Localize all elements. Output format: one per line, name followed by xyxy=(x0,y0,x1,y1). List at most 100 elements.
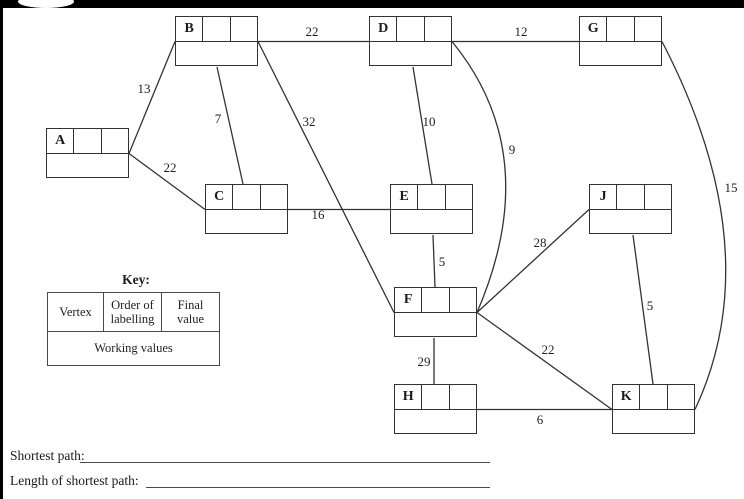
vertex-letter-cell-E: E xyxy=(391,185,419,209)
vertex-label-J: J xyxy=(599,189,607,204)
vertex-working-cell-K xyxy=(613,410,694,433)
vertex-letter-cell-F: F xyxy=(395,288,423,312)
edge-weight-G-K: 15 xyxy=(724,180,738,195)
vertex-final-cell-D xyxy=(425,17,451,41)
vertex-order-cell-F xyxy=(422,288,450,312)
edge-weight-B-D: 22 xyxy=(305,24,319,39)
key-order-cell: Order of labelling xyxy=(104,293,162,331)
vertex-letter-cell-K: K xyxy=(613,385,641,409)
vertex-final-cell-K xyxy=(668,385,694,409)
vertex-working-cell-B xyxy=(176,42,257,65)
key-box: Vertex Order of labelling Final value Wo… xyxy=(47,292,220,366)
vertex-final-cell-G xyxy=(635,17,661,41)
vertex-order-cell-K xyxy=(640,385,668,409)
edge-F-K xyxy=(476,311,613,411)
edge-weight-H-K: 6 xyxy=(536,412,544,427)
vertex-box-E: E xyxy=(390,184,473,234)
edge-weight-A-B: 13 xyxy=(137,81,151,96)
shortest-path-blank xyxy=(80,462,490,463)
vertex-working-cell-F xyxy=(395,313,476,336)
edge-weight-C-E: 16 xyxy=(311,207,325,222)
vertex-working-cell-A xyxy=(47,154,128,177)
vertex-label-F: F xyxy=(403,292,413,307)
vertex-label-G: G xyxy=(587,21,599,36)
edge-weight-A-C: 22 xyxy=(163,160,177,175)
vertex-order-cell-A xyxy=(74,129,102,153)
edge-weight-D-F: 9 xyxy=(508,142,516,157)
vertex-final-cell-A xyxy=(102,129,128,153)
vertex-letter-cell-B: B xyxy=(176,17,204,41)
edge-G-K xyxy=(661,41,727,410)
edge-weight-B-C: 7 xyxy=(214,111,222,126)
vertex-order-cell-C xyxy=(233,185,261,209)
vertex-letter-cell-H: H xyxy=(395,385,423,409)
vertex-box-C: C xyxy=(205,184,288,234)
key-vertex-cell: Vertex xyxy=(48,293,104,331)
vertex-order-cell-J xyxy=(617,185,645,209)
vertex-label-B: B xyxy=(184,21,194,36)
vertex-letter-cell-A: A xyxy=(47,129,75,153)
vertex-letter-cell-C: C xyxy=(206,185,234,209)
edge-weight-F-H: 29 xyxy=(417,354,431,369)
vertex-label-H: H xyxy=(402,389,414,404)
length-of-shortest-path-label: Length of shortest path: xyxy=(10,473,139,488)
scan-left-border xyxy=(0,0,3,499)
vertex-letter-cell-G: G xyxy=(580,17,608,41)
vertex-final-cell-F xyxy=(450,288,476,312)
edge-weight-F-K: 22 xyxy=(541,342,555,357)
vertex-working-cell-J xyxy=(590,210,671,233)
vertex-letter-cell-D: D xyxy=(370,17,398,41)
vertex-working-cell-C xyxy=(206,210,287,233)
vertex-label-D: D xyxy=(378,21,389,36)
edge-A-B xyxy=(128,41,176,154)
scan-notch xyxy=(18,0,74,8)
vertex-order-cell-B xyxy=(203,17,231,41)
vertex-box-H: H xyxy=(394,384,477,434)
vertex-working-cell-E xyxy=(391,210,472,233)
edge-weight-B-F: 32 xyxy=(302,114,316,129)
vertex-label-C: C xyxy=(214,189,225,204)
edge-A-C xyxy=(128,152,206,211)
vertex-order-cell-E xyxy=(418,185,446,209)
vertex-label-K: K xyxy=(620,389,632,404)
vertex-letter-cell-J: J xyxy=(590,185,618,209)
vertex-order-cell-H xyxy=(422,385,450,409)
edge-B-C xyxy=(216,66,244,185)
vertex-box-D: D xyxy=(369,16,452,66)
vertex-label-A: A xyxy=(55,133,66,148)
vertex-final-cell-B xyxy=(231,17,257,41)
vertex-final-cell-E xyxy=(446,185,472,209)
key-working-cell: Working values xyxy=(94,341,173,355)
edge-weight-E-F: 5 xyxy=(438,254,446,269)
vertex-final-cell-H xyxy=(450,385,476,409)
vertex-box-K: K xyxy=(612,384,695,434)
edge-J-F xyxy=(476,209,590,313)
edge-D-F xyxy=(451,41,507,313)
vertex-working-cell-G xyxy=(580,42,661,65)
vertex-box-A: A xyxy=(46,128,129,178)
vertex-box-G: G xyxy=(579,16,662,66)
vertex-working-cell-D xyxy=(370,42,451,65)
vertex-final-cell-J xyxy=(645,185,671,209)
edge-weight-D-E: 10 xyxy=(422,114,436,129)
edge-weight-J-F: 28 xyxy=(533,235,547,250)
vertex-box-B: B xyxy=(175,16,258,66)
vertex-label-E: E xyxy=(399,189,409,204)
vertex-final-cell-C xyxy=(261,185,287,209)
key-final-cell: Final value xyxy=(176,298,205,326)
vertex-working-cell-H xyxy=(395,410,476,433)
edge-weight-J-K: 5 xyxy=(646,298,654,313)
edge-D-E xyxy=(412,66,433,185)
edge-weight-D-G: 12 xyxy=(514,24,528,39)
length-of-shortest-path-blank xyxy=(146,487,490,488)
vertex-order-cell-D xyxy=(397,17,425,41)
edge-J-K xyxy=(632,234,654,385)
scan-top-border xyxy=(0,0,744,8)
shortest-path-label: Shortest path: xyxy=(10,448,85,463)
key-title: Key: xyxy=(122,272,150,287)
vertex-box-J: J xyxy=(589,184,672,234)
vertex-order-cell-G xyxy=(607,17,635,41)
edge-E-F xyxy=(432,234,436,288)
